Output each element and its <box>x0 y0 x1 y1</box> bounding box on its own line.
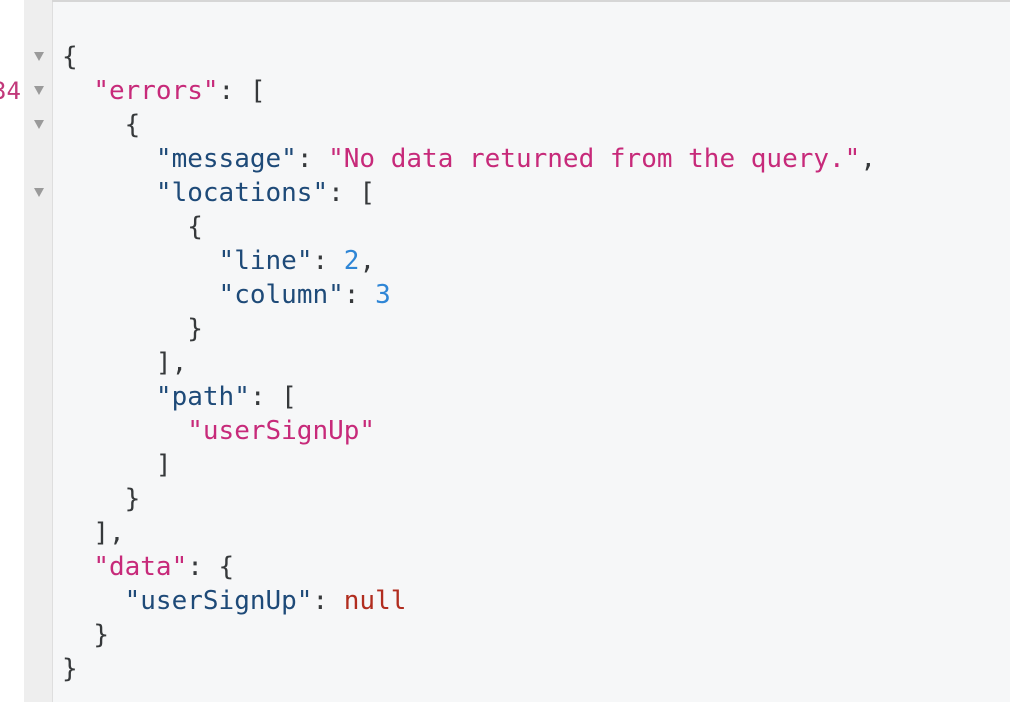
fold-arrow-icon[interactable] <box>34 188 44 197</box>
line-value: 2 <box>343 246 360 276</box>
message-value: "No data returned from the query." <box>328 144 861 174</box>
code-line: "path": [ <box>155 382 297 412</box>
code-line: "message": "No data returned from the qu… <box>155 144 876 174</box>
code-line: { <box>0 108 1010 142</box>
code-line: } <box>93 620 109 650</box>
path-value: "userSignUp" <box>187 416 376 446</box>
code-line: "userSignUp": null <box>124 586 407 616</box>
line-number: 34 <box>0 77 21 105</box>
column-value: 3 <box>375 280 391 310</box>
left-strip <box>0 0 24 702</box>
code-line: ] <box>155 450 172 480</box>
gutter <box>24 0 53 702</box>
code-line: "locations": [ <box>0 176 1010 210</box>
locations-key: "locations" <box>155 178 329 208</box>
data-key: "data" <box>93 552 188 582</box>
code-line: { <box>0 40 1010 74</box>
fold-arrow-icon[interactable] <box>34 86 44 95</box>
code-line: 34 "errors": [ <box>0 74 1010 108</box>
code-line: } <box>124 484 141 514</box>
code-line: } <box>187 314 203 344</box>
fold-arrow-icon[interactable] <box>34 52 44 61</box>
code-line: "userSignUp" <box>0 414 1010 448</box>
code-line: ], <box>93 518 125 548</box>
code-line: "data": { <box>93 552 235 582</box>
usersignup-key: "userSignUp" <box>124 586 313 616</box>
code-area: { 34 "errors": [ { "message": "No data r… <box>0 40 1010 686</box>
top-border <box>52 0 1010 2</box>
code-line: ], <box>155 348 188 378</box>
code-line: } <box>62 654 78 684</box>
usersignup-value: null <box>343 586 407 616</box>
message-key: "message" <box>155 144 297 174</box>
fold-arrow-icon[interactable] <box>34 120 44 129</box>
code-line: "line": 2, <box>218 246 376 276</box>
code-line: "column": 3 <box>218 280 391 310</box>
errors-key: "errors" <box>93 76 219 106</box>
path-key: "path" <box>155 382 250 412</box>
column-key: "column" <box>218 280 344 310</box>
code-line: { <box>187 212 203 242</box>
line-key: "line" <box>218 246 313 276</box>
